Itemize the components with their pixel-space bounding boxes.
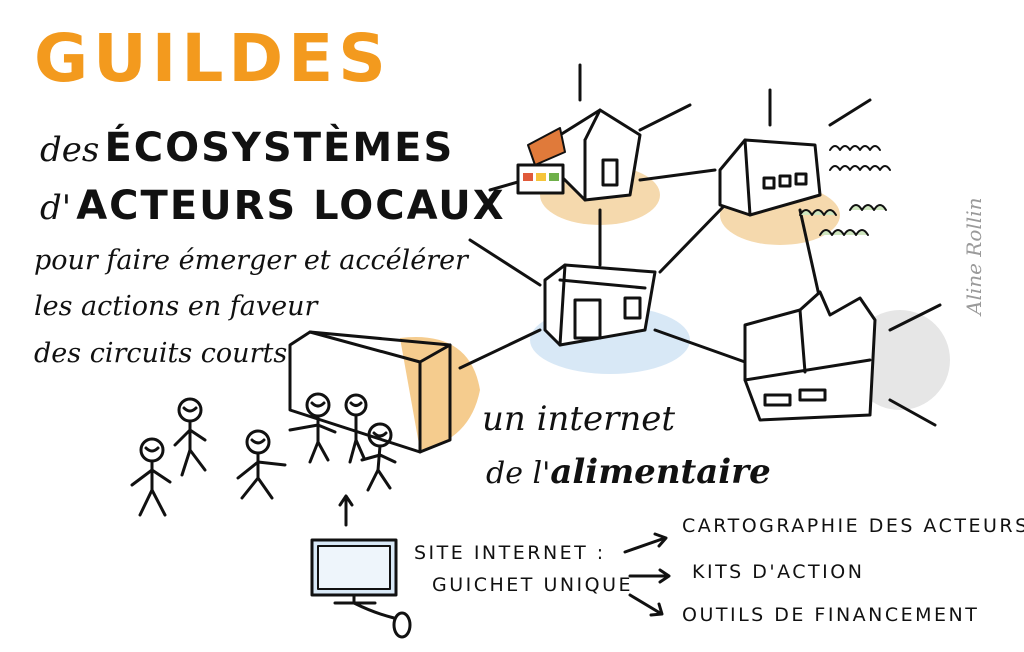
- house-icon: [718, 138, 822, 217]
- subtitle-line-1: des ÉCOSYSTÈMES: [40, 128, 454, 168]
- link-warehouse: [458, 328, 542, 370]
- network-label-main: alimentaire: [550, 452, 771, 492]
- link-houses: [638, 168, 717, 182]
- arrow-icon: [338, 494, 354, 527]
- output-cartography: CARTOGRAPHIE DES ACTEURS: [682, 515, 1024, 537]
- purpose-line-1: pour faire émerger et accélérer: [34, 245, 468, 276]
- mouse-icon: [352, 601, 412, 639]
- link-left: [468, 238, 542, 287]
- output-action-kits: KITS D'ACTION: [692, 561, 865, 583]
- network-label-prefix: de l': [486, 456, 551, 491]
- network-label-line-1: un internet: [482, 399, 676, 439]
- person-icon: [344, 393, 368, 464]
- wash-warehouse: [400, 337, 480, 450]
- site-line-2: GUICHET UNIQUE: [432, 574, 634, 596]
- person-icon: [360, 422, 397, 492]
- network-label-line-2: de l'alimentaire: [486, 455, 771, 489]
- output-funding-tools: OUTILS DE FINANCEMENT: [682, 604, 980, 626]
- ray-7: [888, 398, 937, 427]
- ray-2: [638, 103, 692, 132]
- link-house-factory: [798, 208, 822, 302]
- page-title: GUILDES: [34, 20, 391, 97]
- house-icon: [558, 108, 642, 202]
- person-icon: [236, 429, 287, 500]
- subtitle-prefix-2: d': [40, 188, 72, 228]
- ray-5: [828, 98, 872, 127]
- field-icon: [799, 145, 891, 236]
- person-icon: [130, 437, 172, 517]
- person-icon: [288, 392, 337, 464]
- subtitle-main-1: ÉCOSYSTÈMES: [104, 125, 455, 171]
- computer-icon: [310, 538, 398, 605]
- factory-icon: [743, 290, 877, 422]
- subtitle-line-2: d' ACTEURS LOCAUX: [40, 186, 506, 226]
- person-icon: [173, 397, 207, 477]
- subtitle-main-2: ACTEURS LOCAUX: [76, 183, 506, 229]
- link-factory: [653, 328, 747, 364]
- market-stall-icon: [516, 127, 566, 195]
- link-top-right: [658, 203, 727, 274]
- arrow-icon: [628, 593, 664, 617]
- warehouse-icon: [288, 330, 452, 454]
- signature: Aline Rollin: [962, 197, 986, 315]
- ray-6: [888, 303, 942, 332]
- arrow-icon: [623, 532, 668, 554]
- arrow-icon: [628, 568, 671, 584]
- purpose-line-3: des circuits courts: [34, 338, 288, 369]
- subtitle-prefix-1: des: [40, 130, 100, 170]
- site-line-1: SITE INTERNET :: [414, 542, 606, 564]
- purpose-line-2: les actions en faveur: [34, 291, 318, 322]
- warehouse-icon: [543, 263, 657, 347]
